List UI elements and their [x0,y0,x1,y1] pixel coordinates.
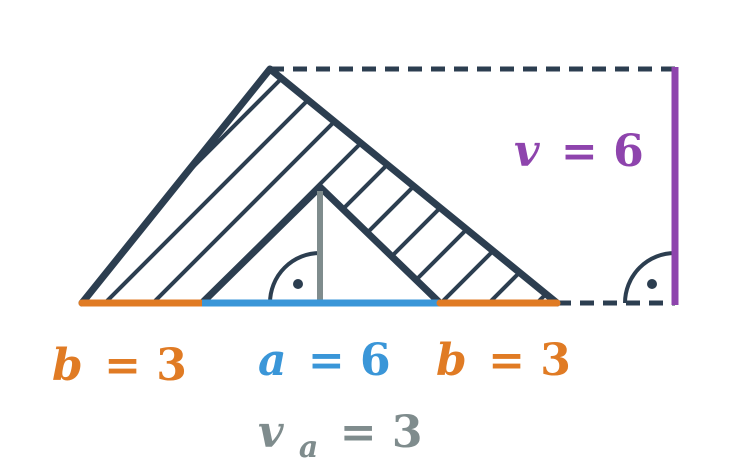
hatch-line [438,69,557,303]
label-v: v = 6 [514,126,644,177]
label-va: v a = 3 [258,407,423,468]
label-b-right: b = 3 [436,335,571,386]
label-a: a = 6 [258,335,391,386]
hatch-line [82,69,458,303]
right-angle-marker-big [623,251,676,304]
big-triangle-outline [78,65,561,307]
hatch-line [150,69,554,303]
right-angle-marker-small [268,251,321,304]
hatch-line [82,69,410,303]
label-b-left: b = 3 [52,340,187,391]
hatch-line [198,69,557,303]
small-triangle-outline [198,183,444,307]
